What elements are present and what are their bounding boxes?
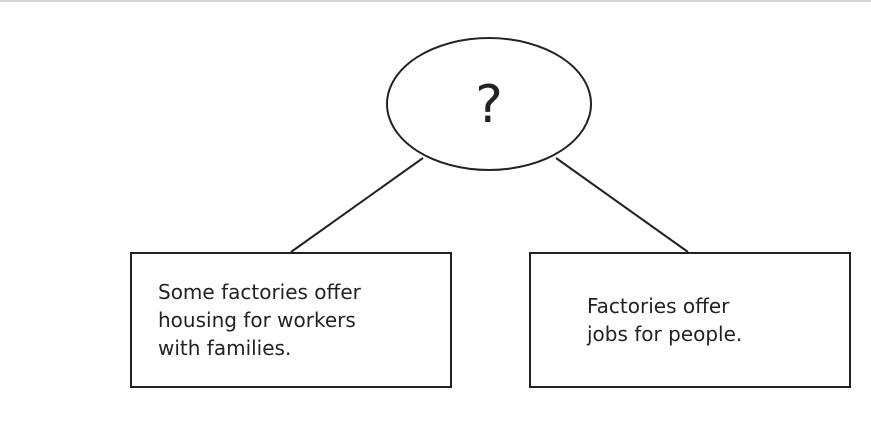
left-detail-text: Some factories offer housing for workers… bbox=[158, 278, 361, 362]
connector-right bbox=[555, 157, 689, 253]
right-detail-line-1: Factories offer bbox=[587, 294, 730, 318]
top-divider bbox=[0, 0, 871, 2]
left-detail-line-1: Some factories offer bbox=[158, 280, 361, 304]
left-detail-line-2: housing for workers bbox=[158, 308, 356, 332]
right-detail-line-2: jobs for people. bbox=[587, 322, 743, 346]
connector-left bbox=[290, 157, 424, 253]
left-detail-box: Some factories offer housing for workers… bbox=[130, 252, 452, 388]
question-mark: ? bbox=[475, 75, 503, 135]
right-detail-text: Factories offer jobs for people. bbox=[587, 292, 742, 348]
left-detail-line-3: with families. bbox=[158, 336, 292, 360]
right-detail-box: Factories offer jobs for people. bbox=[529, 252, 851, 388]
center-oval: ? bbox=[386, 37, 592, 171]
